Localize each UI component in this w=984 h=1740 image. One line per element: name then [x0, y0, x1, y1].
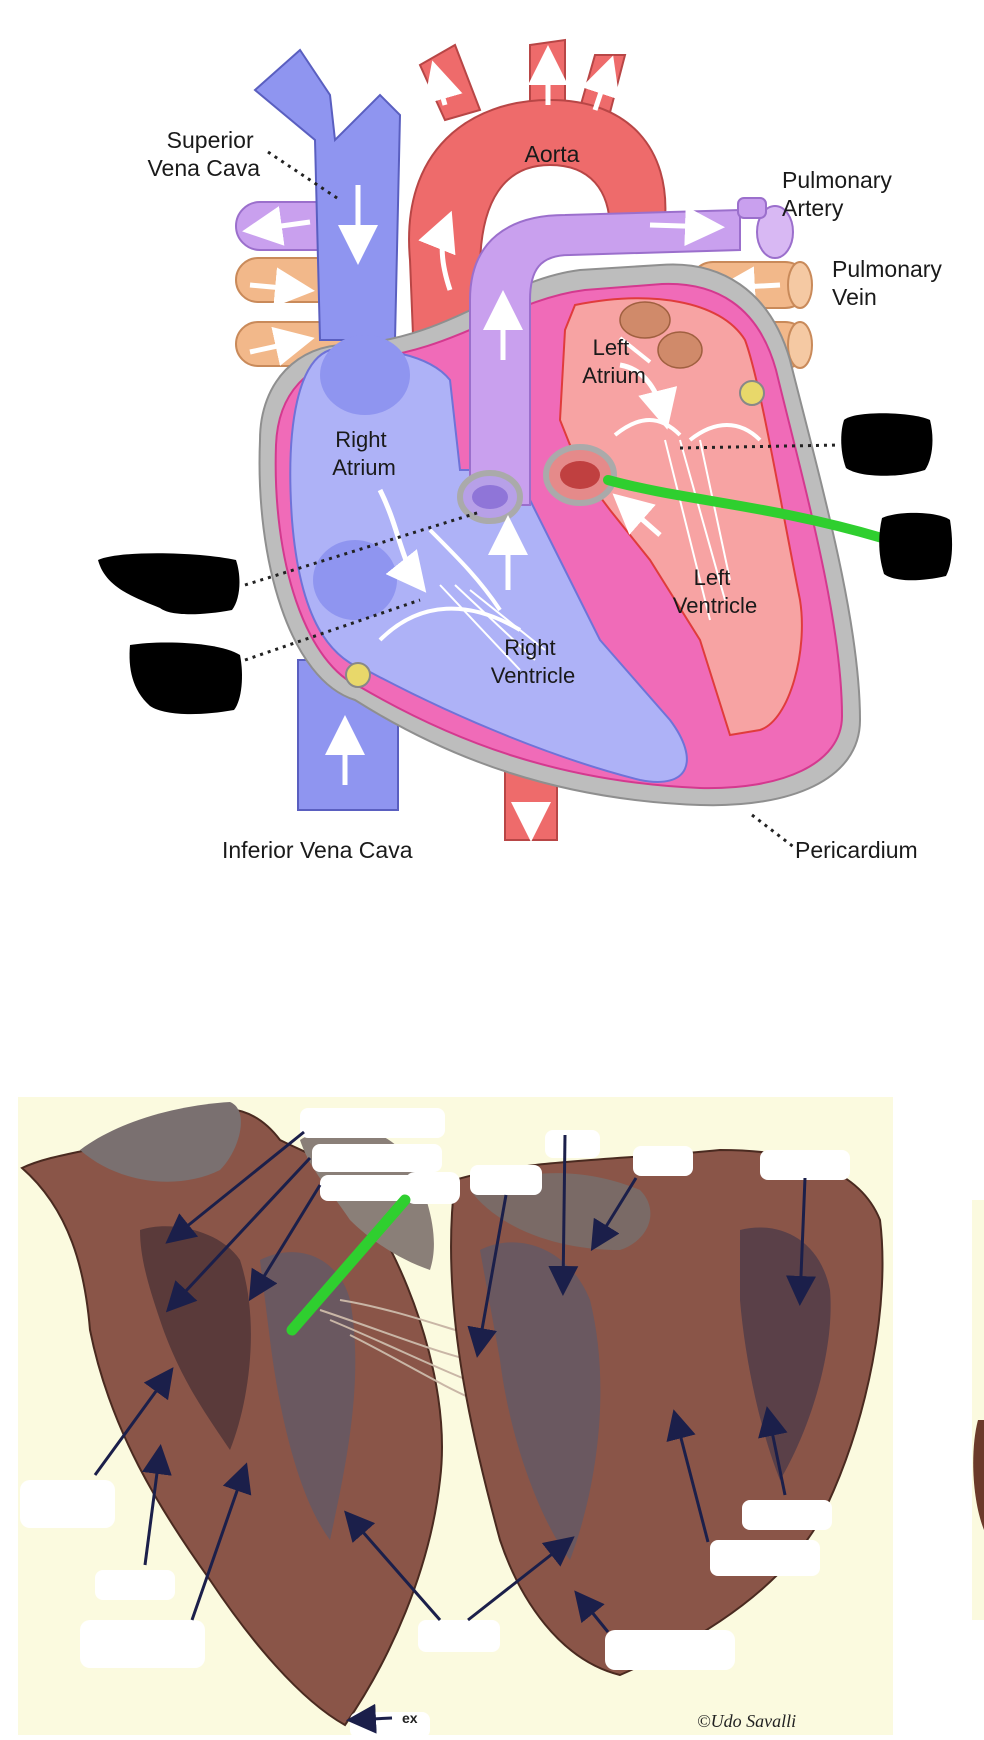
label-pulmonary-artery: Pulmonary Artery — [782, 167, 898, 221]
blank-label-box — [20, 1480, 115, 1528]
av-node-left — [739, 380, 765, 406]
leader-left-blackout — [244, 510, 481, 587]
pulmonary-valve — [457, 470, 523, 524]
left-half-chamber — [260, 1252, 356, 1540]
green-annotation-line-photo — [286, 1194, 411, 1336]
label-right-atrium: Right Atrium — [332, 427, 396, 480]
label-superior-vena-cava: Superior Vena Cava — [147, 127, 260, 181]
blank-label-box — [300, 1108, 445, 1138]
right-chambers — [289, 347, 688, 783]
leader-left-blackout-2 — [244, 598, 421, 662]
label-pericardium: Pericardium — [795, 837, 918, 863]
mitral-valve — [613, 418, 762, 621]
coronary-sinus — [313, 540, 397, 620]
blank-label-box — [418, 1620, 500, 1652]
pulmonary-vein-opening — [619, 301, 671, 339]
right-atrium-inner — [320, 335, 410, 415]
adjacent-photo-edge — [972, 1200, 984, 1620]
blackout-mark-right-upper — [841, 413, 933, 476]
adjacent-photo-tissue — [973, 1420, 984, 1530]
label-right-ventricle: Right Ventricle — [491, 635, 575, 688]
tricuspid-valve — [378, 528, 546, 671]
blackout-mark-right-lower — [879, 512, 953, 581]
label-left-atrium: Left Atrium — [582, 335, 646, 388]
leader-right-blackout — [679, 443, 841, 450]
blank-label-box — [320, 1175, 432, 1201]
label-pulmonary-vein: Pulmonary Vein — [832, 256, 948, 310]
blank-label-boxes — [20, 1108, 850, 1738]
blank-label-box — [742, 1500, 832, 1530]
blank-label-box — [710, 1540, 820, 1576]
blank-label-box — [470, 1165, 542, 1195]
heart-diagram: Superior Vena Cava Aorta Pulmonary Arter… — [98, 38, 953, 863]
leader-pericardium — [751, 813, 796, 850]
blank-label-box — [545, 1130, 600, 1158]
blackout-mark-left-lower — [129, 642, 242, 715]
green-annotation-line-top — [603, 475, 887, 543]
label-aorta: Aorta — [525, 141, 580, 167]
photo-pointer-arrows — [93, 1130, 816, 1734]
blank-label-box — [312, 1144, 442, 1172]
sa-node — [345, 662, 371, 688]
blank-label-box — [605, 1630, 735, 1670]
blackout-mark-left-upper — [98, 553, 240, 615]
dissection-photo: ex ©Udo Savalli — [18, 1097, 984, 1738]
right-half-chamber — [480, 1242, 601, 1560]
pulmonary-vein-opening-2 — [657, 331, 703, 369]
blank-label-box — [350, 1712, 430, 1738]
blank-label-box — [633, 1146, 693, 1176]
aortic-valve — [543, 444, 617, 506]
leader-superior-vena-cava — [267, 150, 341, 202]
blank-label-box — [405, 1172, 460, 1204]
blank-label-box — [760, 1150, 850, 1180]
blank-label-box — [95, 1570, 175, 1600]
photo-label-fragment: ex — [402, 1710, 418, 1726]
label-inferior-vena-cava: Inferior Vena Cava — [222, 837, 413, 863]
left-half-top-tissue — [80, 1102, 241, 1182]
photo-credit: ©Udo Savalli — [697, 1711, 796, 1731]
blank-label-box — [80, 1620, 205, 1668]
label-left-ventricle: Left Ventricle — [673, 565, 757, 618]
